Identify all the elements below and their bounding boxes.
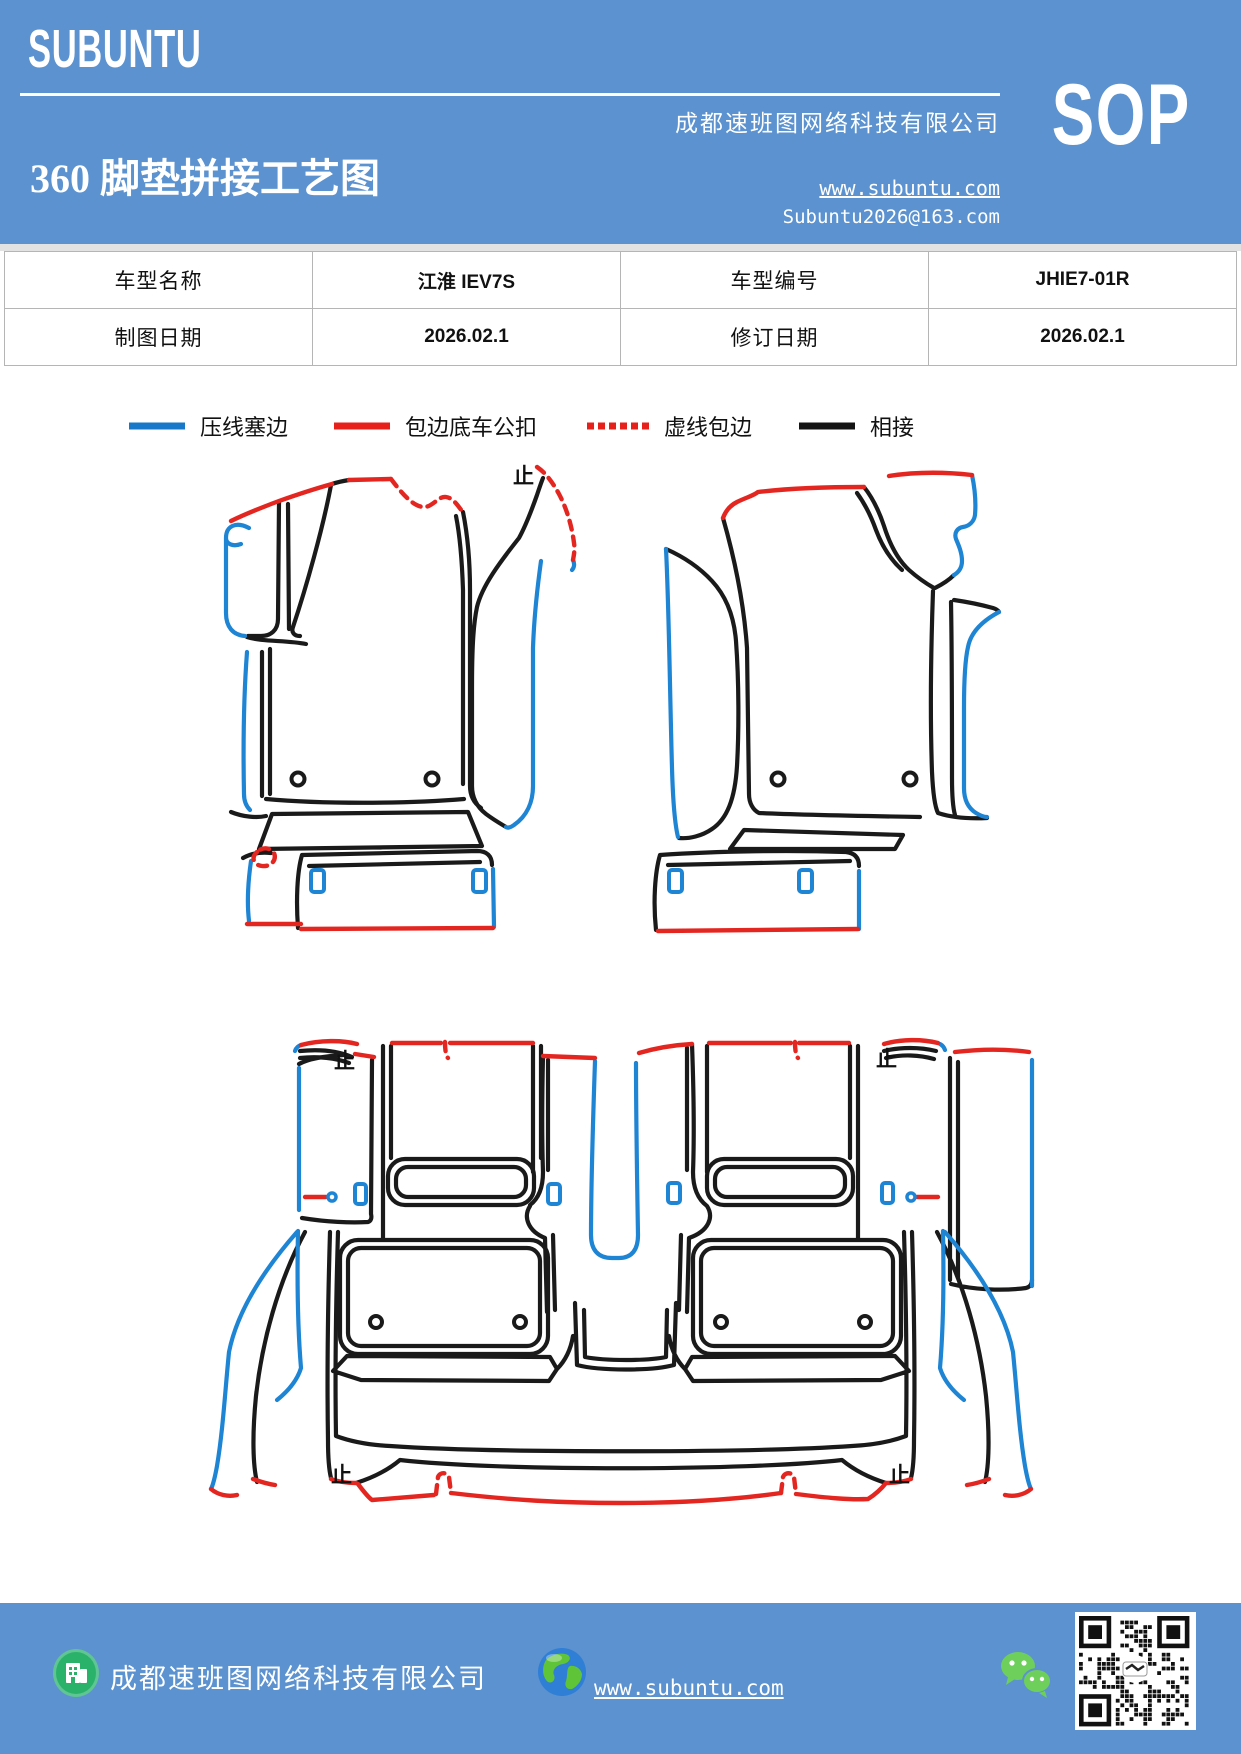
email-text: Subuntu2026@163.com: [782, 206, 1000, 228]
revise-date-value: 2026.02.1: [928, 308, 1237, 366]
model-name-value: 江淮 IEV7S: [312, 251, 621, 309]
building-icon: [53, 1649, 99, 1697]
legend-label: 包边底车公扣: [405, 415, 538, 440]
legend-label: 虚线包边: [664, 415, 753, 440]
page-header: SUBUNTU 360 脚垫拼接工艺图 成都速班图网络科技有限公司 www.su…: [0, 0, 1241, 244]
stop-mark-text: 止: [876, 1047, 897, 1071]
header-divider: [20, 93, 1000, 96]
draw-date-value: 2026.02.1: [312, 308, 621, 366]
model-name-label: 车型名称: [4, 251, 313, 309]
footwell-tray-outline: [385, 1156, 537, 1208]
clip-slot: [880, 1181, 895, 1205]
fixing-hole: [769, 770, 787, 788]
rear-floor-panel-inner: [698, 1245, 896, 1349]
stop-mark-text: 止: [334, 1049, 355, 1073]
table-row: 制图日期 2026.02.1 修订日期 2026.02.1: [4, 308, 1237, 366]
front-right-mat-drawing: [652, 470, 1002, 934]
rear-floor-panel-inner: [345, 1245, 543, 1349]
header-contact-block: 成都速班图网络科技有限公司 www.subuntu.com Subuntu202…: [675, 104, 1000, 228]
clip-slot: [667, 868, 684, 894]
header-shadow: [0, 244, 1241, 251]
legend-label: 相接: [870, 415, 915, 440]
clip-slot: [471, 868, 488, 894]
rear-mat-drawing: 止 止 止 止: [208, 1037, 1035, 1506]
clip-slot: [309, 868, 326, 894]
company-logo: SUBUNTU: [28, 19, 202, 79]
table-row: 车型名称 江淮 IEV7S 车型编号 JHIE7-01R: [4, 251, 1237, 309]
legend-item-dashed-edging: 虚线包边: [586, 410, 752, 442]
legend-item-joint: 相接: [798, 410, 914, 442]
stop-mark-text: 止: [331, 1463, 352, 1487]
footwell-tray-inner: [712, 1164, 848, 1200]
line-type-legend: 压线塞边 包边底车公扣 虚线包边 相接: [0, 410, 1241, 444]
fixing-hole: [289, 770, 307, 788]
rear-floor-panel-outline: [690, 1237, 904, 1357]
footer-website-link[interactable]: www.subuntu.com: [594, 1676, 784, 1700]
vehicle-info-table: 车型名称 江淮 IEV7S 车型编号 JHIE7-01R 制图日期 2026.0…: [4, 251, 1237, 366]
snap-point: [326, 1191, 338, 1203]
clip-slot: [797, 868, 814, 894]
snap-point: [905, 1191, 917, 1203]
fixing-hole: [901, 770, 919, 788]
clip-slot: [546, 1182, 562, 1206]
model-code-value: JHIE7-01R: [928, 251, 1237, 309]
qr-code: [1075, 1612, 1196, 1730]
fixing-hole: [368, 1314, 384, 1330]
solid-black-line-swatch: [799, 422, 855, 430]
clip-slot: [666, 1181, 682, 1205]
rear-floor-panel-outline: [337, 1237, 551, 1357]
footer-company-name: 成都速班图网络科技有限公司: [110, 1664, 487, 1694]
fixing-hole: [423, 770, 441, 788]
model-code-label: 车型编号: [620, 251, 929, 309]
legend-label: 压线塞边: [200, 415, 289, 440]
front-left-mat-drawing: 止: [223, 464, 577, 932]
legend-item-pressline: 压线塞边: [128, 410, 288, 442]
fixing-hole: [713, 1314, 729, 1330]
draw-date-label: 制图日期: [4, 308, 313, 366]
fixing-hole: [857, 1314, 873, 1330]
solid-red-line-swatch: [334, 422, 390, 430]
solid-blue-line-swatch: [129, 422, 185, 430]
legend-item-edging: 包边底车公扣: [333, 410, 537, 442]
website-link[interactable]: www.subuntu.com: [819, 176, 1000, 200]
footwell-tray-outline: [704, 1156, 856, 1208]
wechat-icon: [1001, 1652, 1052, 1698]
sop-label: SOP: [1052, 67, 1191, 163]
stop-mark-text: 止: [889, 1463, 910, 1487]
fixing-hole: [512, 1314, 528, 1330]
revise-date-label: 修订日期: [620, 308, 929, 366]
company-name: 成都速班图网络科技有限公司: [675, 111, 1000, 136]
page-title: 360 脚垫拼接工艺图: [30, 156, 380, 201]
clip-slot: [353, 1182, 368, 1206]
stop-mark-text: 止: [513, 464, 534, 488]
globe-icon: [538, 1648, 586, 1696]
footwell-tray-inner: [393, 1164, 529, 1200]
